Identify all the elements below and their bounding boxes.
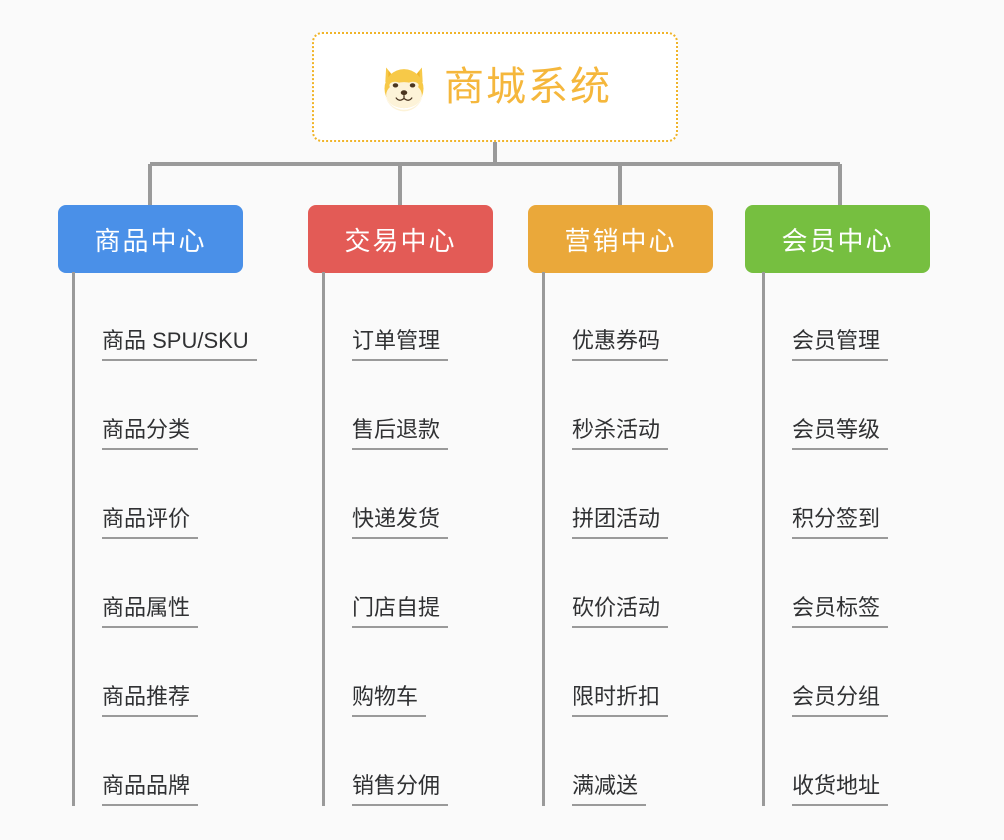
leaf-item-label: 砍价活动	[572, 595, 669, 628]
leaf-item-label: 快递发货	[352, 506, 449, 539]
leaf-item[interactable]: 商品品牌	[72, 717, 199, 806]
leaf-column-member-center: 会员管理会员等级积分签到会员标签会员分组收货地址	[762, 272, 1004, 806]
leaf-item[interactable]: 会员分组	[762, 628, 889, 717]
category-label: 商品中心	[94, 225, 207, 256]
category-label: 会员中心	[781, 225, 894, 256]
leaf-item-label: 秒杀活动	[572, 417, 669, 450]
leaf-spine-line	[542, 272, 545, 806]
leaf-item-label: 售后退款	[352, 417, 449, 450]
leaf-column-product-center: 商品 SPU/SKU 商品分类商品评价商品属性商品推荐商品品牌	[72, 272, 347, 806]
leaf-item[interactable]: 购物车	[322, 628, 427, 717]
leaf-item[interactable]: 商品属性	[72, 539, 199, 628]
leaf-item-label: 满减送	[572, 773, 647, 806]
leaf-item[interactable]: 会员管理	[762, 272, 889, 361]
leaf-item[interactable]: 满减送	[542, 717, 647, 806]
leaf-item-label: 会员管理	[792, 328, 889, 361]
leaf-item[interactable]: 限时折扣	[542, 628, 669, 717]
leaf-column-marketing-center: 优惠券码秒杀活动拼团活动砍价活动限时折扣满减送	[542, 272, 817, 806]
leaf-spine-line	[72, 272, 75, 806]
leaf-item-label: 商品属性	[102, 595, 199, 628]
category-box-member-center[interactable]: 会员中心	[745, 205, 930, 273]
leaf-item[interactable]: 商品评价	[72, 450, 199, 539]
leaf-item[interactable]: 秒杀活动	[542, 361, 669, 450]
leaf-item[interactable]: 售后退款	[322, 361, 449, 450]
leaf-item[interactable]: 拼团活动	[542, 450, 669, 539]
leaf-item-label: 商品评价	[102, 506, 199, 539]
leaf-item-label: 商品 SPU/SKU	[102, 328, 257, 361]
leaf-item[interactable]: 商品分类	[72, 361, 199, 450]
leaf-item-label: 会员标签	[792, 595, 889, 628]
leaf-item[interactable]: 订单管理	[322, 272, 449, 361]
leaf-spine-line	[322, 272, 325, 806]
root-node[interactable]: 商城系统	[312, 32, 678, 142]
leaf-item-label: 销售分佣	[352, 773, 449, 806]
leaf-item[interactable]: 销售分佣	[322, 717, 449, 806]
leaf-item[interactable]: 会员等级	[762, 361, 889, 450]
leaf-item[interactable]: 积分签到	[762, 450, 889, 539]
leaf-item[interactable]: 快递发货	[322, 450, 449, 539]
leaf-spine-line	[762, 272, 765, 806]
leaf-item-label: 会员分组	[792, 684, 889, 717]
leaf-item-label: 会员等级	[792, 417, 889, 450]
leaf-column-trade-center: 订单管理售后退款快递发货门店自提购物车销售分佣	[322, 272, 597, 806]
root-title: 商城系统	[444, 65, 612, 109]
leaf-item-label: 收货地址	[792, 773, 889, 806]
category-box-trade-center[interactable]: 交易中心	[308, 205, 493, 273]
leaf-item-label: 积分签到	[792, 506, 889, 539]
leaf-item-label: 订单管理	[352, 328, 449, 361]
category-box-marketing-center[interactable]: 营销中心	[528, 205, 713, 273]
leaf-item-label: 商品分类	[102, 417, 199, 450]
leaf-item-label: 门店自提	[352, 595, 449, 628]
leaf-item[interactable]: 商品 SPU/SKU	[72, 272, 257, 361]
leaf-item-label: 限时折扣	[572, 684, 669, 717]
shiba-dog-icon	[384, 67, 424, 112]
leaf-item[interactable]: 商品推荐	[72, 628, 199, 717]
leaf-item[interactable]: 优惠券码	[542, 272, 669, 361]
leaf-item[interactable]: 会员标签	[762, 539, 889, 628]
leaf-item[interactable]: 砍价活动	[542, 539, 669, 628]
leaf-item-label: 商品品牌	[102, 773, 199, 806]
leaf-item-label: 优惠券码	[572, 328, 669, 361]
category-label: 营销中心	[564, 225, 677, 256]
leaf-item-label: 商品推荐	[102, 684, 199, 717]
leaf-item[interactable]: 门店自提	[322, 539, 449, 628]
leaf-item[interactable]: 收货地址	[762, 717, 889, 806]
category-label: 交易中心	[344, 225, 457, 256]
category-box-product-center[interactable]: 商品中心	[58, 205, 243, 273]
leaf-item-label: 拼团活动	[572, 506, 669, 539]
leaf-item-label: 购物车	[352, 684, 427, 717]
